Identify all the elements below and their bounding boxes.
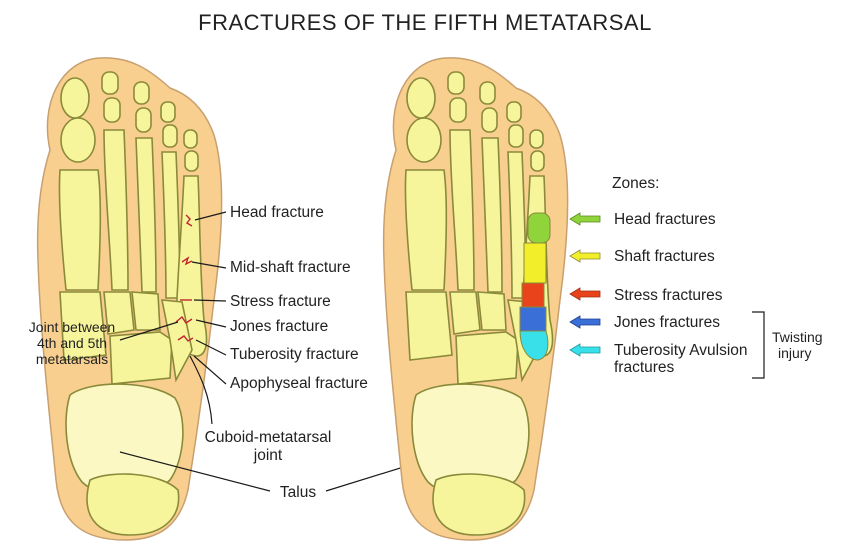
zone-item-stress: Stress fractures (569, 287, 723, 304)
label-cuboid-line1: Cuboid-metatarsal (205, 429, 332, 446)
left-foot (36, 57, 223, 541)
zone-shaft (523, 242, 547, 284)
twisting-line2: injury (778, 345, 811, 361)
right-foot (382, 57, 569, 541)
zone-item-tuberosity: Tuberosity Avulsion fractures (569, 342, 748, 376)
label-joint-line3: metatarsals (36, 351, 108, 367)
zone-jones (519, 306, 547, 332)
zone-head-arrow-icon (569, 212, 601, 226)
head-fracture-crack (185, 214, 193, 227)
svg-text:Tuberosity Avulsion: Tuberosity Avulsion (614, 342, 748, 359)
zone-item-shaft: Shaft fractures (569, 248, 715, 265)
label-stress-fracture: Stress fracture (230, 293, 331, 310)
zone-head (527, 212, 551, 244)
tuberosity-fracture-crack (177, 335, 194, 342)
jones-fracture-crack (175, 315, 193, 324)
zone-item-head: Head fractures (569, 211, 716, 228)
zone-tuberosity-arrow-icon (569, 343, 601, 357)
twisting-line1: Twisting (772, 329, 823, 345)
zones-heading: Zones: (612, 175, 659, 192)
svg-text:Jones fractures: Jones fractures (614, 314, 720, 331)
page-title: FRACTURES OF THE FIFTH METATARSAL (198, 10, 652, 35)
svg-text:Head fractures: Head fractures (614, 211, 716, 228)
zones-legend: Zones: Head fractures Shaft fractures St… (569, 175, 823, 379)
zone-tuberosity (519, 330, 549, 361)
svg-text:Stress fractures: Stress fractures (614, 287, 723, 304)
label-cuboid-line2: joint (253, 447, 283, 464)
svg-text:Shaft fractures: Shaft fractures (614, 248, 715, 265)
zone-shaft-arrow-icon (569, 249, 601, 263)
label-midshaft-fracture: Mid-shaft fracture (230, 259, 351, 276)
label-jones-fracture: Jones fracture (230, 318, 328, 335)
label-joint-line2: 4th and 5th (37, 335, 107, 351)
zone-stress (521, 282, 545, 308)
label-apophyseal-fracture: Apophyseal fracture (230, 375, 368, 392)
label-tuberosity-fracture: Tuberosity fracture (230, 346, 359, 363)
zone-item-jones: Jones fractures (569, 314, 720, 331)
midshaft-fracture-crack (181, 256, 193, 266)
zone-jones-arrow-icon (569, 315, 601, 329)
zone-stress-arrow-icon (569, 287, 601, 301)
label-joint-line1: Joint between (29, 319, 115, 335)
label-head-fracture: Head fracture (230, 204, 324, 221)
svg-text:fractures: fractures (614, 359, 675, 376)
left-labels: Head fracture Mid-shaft fracture Stress … (29, 204, 453, 501)
twisting-bracket (752, 311, 765, 379)
label-talus: Talus (280, 484, 316, 501)
